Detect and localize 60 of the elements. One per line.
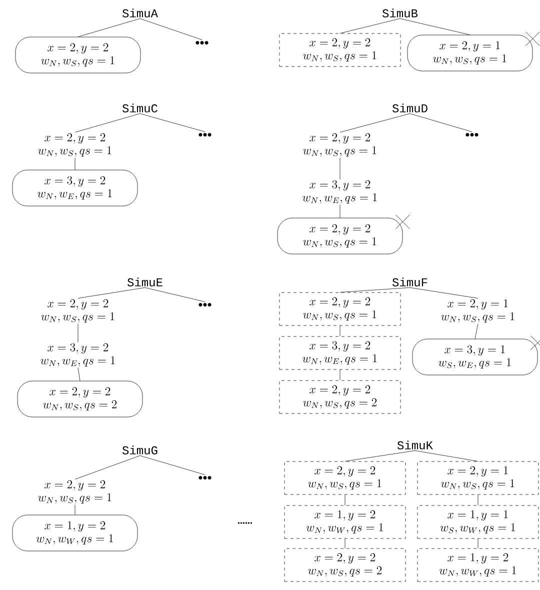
- dashed-state-box: $x=1,y=2$ $w_N,w_W,qs=1$: [284, 505, 406, 539]
- dashed-state-box: $x=2,y=2$ $w_N,w_S,qs=1$: [279, 33, 401, 67]
- state-text: $x=3,y=2$ $w_N,w_E,qs=1$: [40, 343, 115, 367]
- dashed-state-box: $x=2,y=2$ $w_N,w_S,qs=2$: [279, 380, 401, 414]
- dashed-state-box: $x=2,y=1$ $w_N,w_S,qs=1$: [417, 461, 539, 495]
- rounded-state-box: $x=2,y=2$ $w_N,w_S,qs=1$: [277, 218, 403, 254]
- tree-line: [78, 18, 140, 38]
- tree-root-label: SimuF: [392, 278, 428, 286]
- tree-line: [144, 287, 206, 302]
- dashed-state-box: $x=1,y=1$ $w_S,w_W,qs=1$: [417, 505, 539, 539]
- rounded-state-box: $x=3,y=2$ $w_N,w_E,qs=1$: [12, 170, 138, 206]
- dashed-state-box: $x=2,y=2$ $w_N,w_S,qs=1$: [284, 461, 406, 495]
- state-text: $x=3,y=2$ $w_N,w_E,qs=1$: [302, 180, 377, 204]
- ellipsis-dots: •••: [198, 132, 212, 136]
- state-text: $x=2,y=2$ $w_N,w_S,qs=1$: [38, 133, 112, 157]
- tree-root-label: SimuC: [122, 104, 158, 112]
- ellipsis-dots: •••: [196, 40, 208, 44]
- state-text: $x=2,y=2$ $w_N,w_S,qs=1$: [38, 480, 112, 504]
- state-text: $x=2,y=2$ $w_N,w_S,qs=1$: [303, 133, 376, 157]
- tree-line: [400, 18, 470, 36]
- tree-line: [340, 18, 400, 34]
- tree-line: [340, 113, 410, 132]
- rounded-state-box: $x=2,y=1$ $w_N,w_S,qs=1$: [407, 34, 533, 72]
- state-text: $x=2,y=1$ $w_N,w_S,qs=1$: [441, 299, 514, 323]
- tree-root-label: SimuA: [122, 8, 158, 18]
- rounded-state-box: $x=2,y=2$ $w_N,w_S,qs=2$: [17, 380, 143, 418]
- tree-line: [74, 504, 76, 515]
- tree-line: [74, 455, 140, 480]
- tree-line: [74, 158, 76, 170]
- ellipsis-dots: •••: [466, 132, 478, 136]
- tree-line: [78, 287, 146, 298]
- ellipsis-dots: •••: [198, 302, 212, 306]
- tree-line: [340, 287, 410, 292]
- state-text: $x=2,y=2$ $w_N,w_S,qs=1$: [41, 299, 114, 323]
- tree-root-label: SimuG: [122, 446, 158, 454]
- dashed-state-box: $x=3,y=2$ $w_N,w_E,qs=1$: [279, 336, 401, 370]
- dashed-state-box: $x=1,y=2$ $w_N,w_W,qs=1$: [417, 548, 539, 582]
- tree-line: [414, 450, 478, 462]
- tree-line: [474, 324, 478, 339]
- tree-line: [344, 538, 346, 548]
- tree-root-label: SimuD: [392, 104, 428, 112]
- tree-line: [344, 494, 346, 506]
- tree-line: [410, 113, 472, 132]
- tree-root-label: SimuB: [382, 8, 418, 18]
- dashed-state-box: $x=2,y=2$ $w_N,w_S,qs=1$: [279, 292, 401, 326]
- rounded-state-box: $x=1,y=2$ $w_N,w_W,qs=1$: [12, 514, 138, 552]
- rounded-state-box: $x=2,y=2$ $w_N,w_S,qs=1$: [15, 36, 141, 74]
- tree-line: [344, 450, 416, 462]
- tree-root-label: SimuK: [397, 440, 433, 450]
- tree-line: [140, 18, 202, 40]
- tree-line: [410, 287, 478, 298]
- ellipsis-dots: ......: [238, 522, 252, 524]
- tree-line: [140, 113, 206, 132]
- tree-line: [74, 113, 140, 132]
- rounded-state-box: $x=3,y=1$ $w_S,w_E,qs=1$: [412, 338, 538, 376]
- tree-line: [78, 368, 80, 381]
- tree-line: [140, 455, 206, 475]
- ellipsis-dots: •••: [198, 476, 212, 480]
- dashed-state-box: $x=2,y=2$ $w_N,w_S,qs=2$: [284, 548, 406, 582]
- tree-root-label: SimuE: [127, 278, 162, 286]
